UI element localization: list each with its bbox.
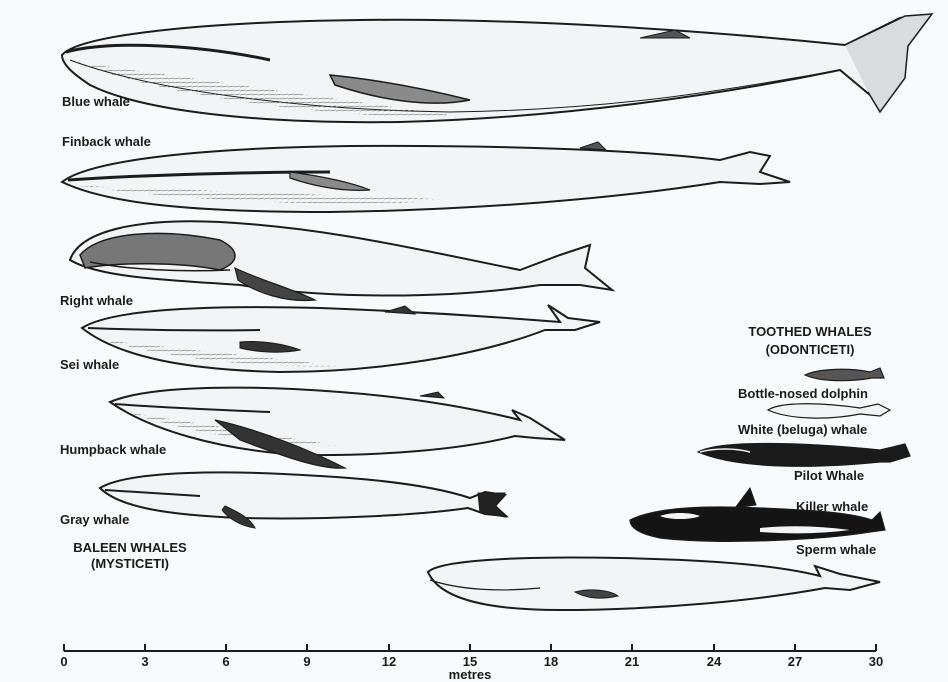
scale-unit-label: metres bbox=[440, 667, 500, 682]
label-sei-whale: Sei whale bbox=[60, 357, 119, 372]
finback-whale-illustration bbox=[62, 142, 790, 212]
sei-whale-illustration bbox=[82, 305, 600, 372]
scale-tick-label: 30 bbox=[864, 654, 888, 669]
right-whale-illustration bbox=[70, 221, 612, 300]
blue-whale-illustration bbox=[62, 14, 932, 122]
scale-tick-label: 18 bbox=[539, 654, 563, 669]
scale-tick-label: 6 bbox=[214, 654, 238, 669]
scale-tick-label: 3 bbox=[133, 654, 157, 669]
sperm-whale-illustration bbox=[428, 558, 880, 610]
metres-scale-bar bbox=[64, 644, 876, 651]
scale-tick-label: 27 bbox=[783, 654, 807, 669]
label-killer-whale: Killer whale bbox=[796, 499, 868, 514]
scale-tick-label: 12 bbox=[377, 654, 401, 669]
scale-tick-label: 9 bbox=[295, 654, 319, 669]
bottlenose-dolphin-illustration bbox=[805, 368, 884, 381]
label-humpback-whale: Humpback whale bbox=[60, 442, 166, 457]
label-pilot-whale: Pilot Whale bbox=[794, 468, 864, 483]
gray-whale-illustration bbox=[100, 472, 506, 528]
label-bottlenose-dolphin: Bottle-nosed dolphin bbox=[738, 386, 868, 401]
label-beluga-whale: White (beluga) whale bbox=[738, 422, 867, 437]
humpback-whale-illustration bbox=[110, 388, 565, 469]
pilot-whale-illustration bbox=[698, 444, 910, 467]
scale-tick-label: 0 bbox=[52, 654, 76, 669]
killer-whale-illustration bbox=[630, 488, 885, 541]
toothed-group-heading: TOOTHED WHALES bbox=[720, 324, 900, 339]
label-blue-whale: Blue whale bbox=[62, 94, 130, 109]
label-right-whale: Right whale bbox=[60, 293, 133, 308]
scale-tick-label: 21 bbox=[620, 654, 644, 669]
label-sperm-whale: Sperm whale bbox=[796, 542, 876, 557]
label-finback-whale: Finback whale bbox=[62, 134, 151, 149]
beluga-whale-illustration bbox=[768, 404, 890, 418]
toothed-group-subheading: (ODONTICETI) bbox=[720, 342, 900, 357]
baleen-group-heading: BALEEN WHALES bbox=[40, 540, 220, 555]
baleen-group-subheading: (MYSTICETI) bbox=[40, 556, 220, 571]
scale-tick-label: 24 bbox=[702, 654, 726, 669]
label-gray-whale: Gray whale bbox=[60, 512, 129, 527]
